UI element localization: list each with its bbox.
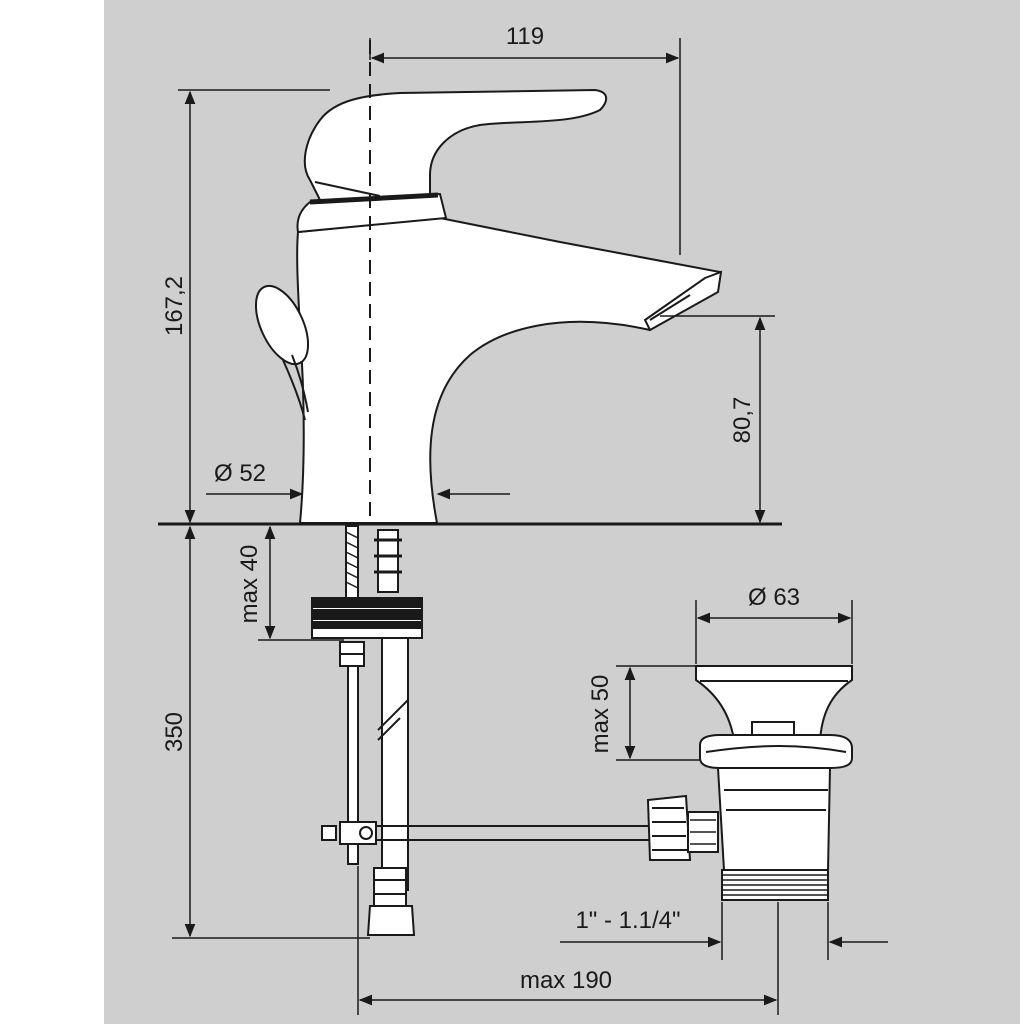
faucet-body [296, 88, 723, 524]
label-waste-thread: 1" - 1.1/4" [575, 907, 680, 934]
label-total-height: 167,2 [161, 276, 188, 336]
drawing-panel [104, 0, 1020, 1024]
label-base-diameter: Ø 52 [214, 460, 266, 487]
pop-up-knob [254, 284, 310, 421]
label-rod-length: max 190 [520, 967, 612, 994]
label-waste-height: max 50 [587, 675, 614, 754]
label-spout-reach: 119 [506, 23, 544, 50]
linework [158, 40, 853, 936]
label-spout-height: 80,7 [729, 397, 756, 444]
label-under-deck: 350 [161, 712, 188, 752]
pop-up-waste [646, 665, 853, 901]
lever-handle [303, 88, 608, 202]
pop-up-rod-vertical [347, 665, 359, 865]
label-waste-diameter: Ø 63 [748, 584, 800, 611]
dimension-lines [172, 38, 888, 1015]
dimension-labels: 119 167,2 Ø 52 80,7 max 40 350 Ø 63 max … [161, 23, 800, 994]
pop-up-rod [321, 821, 650, 845]
fixing-nut [311, 597, 423, 667]
label-max-deck: max 40 [236, 545, 263, 624]
